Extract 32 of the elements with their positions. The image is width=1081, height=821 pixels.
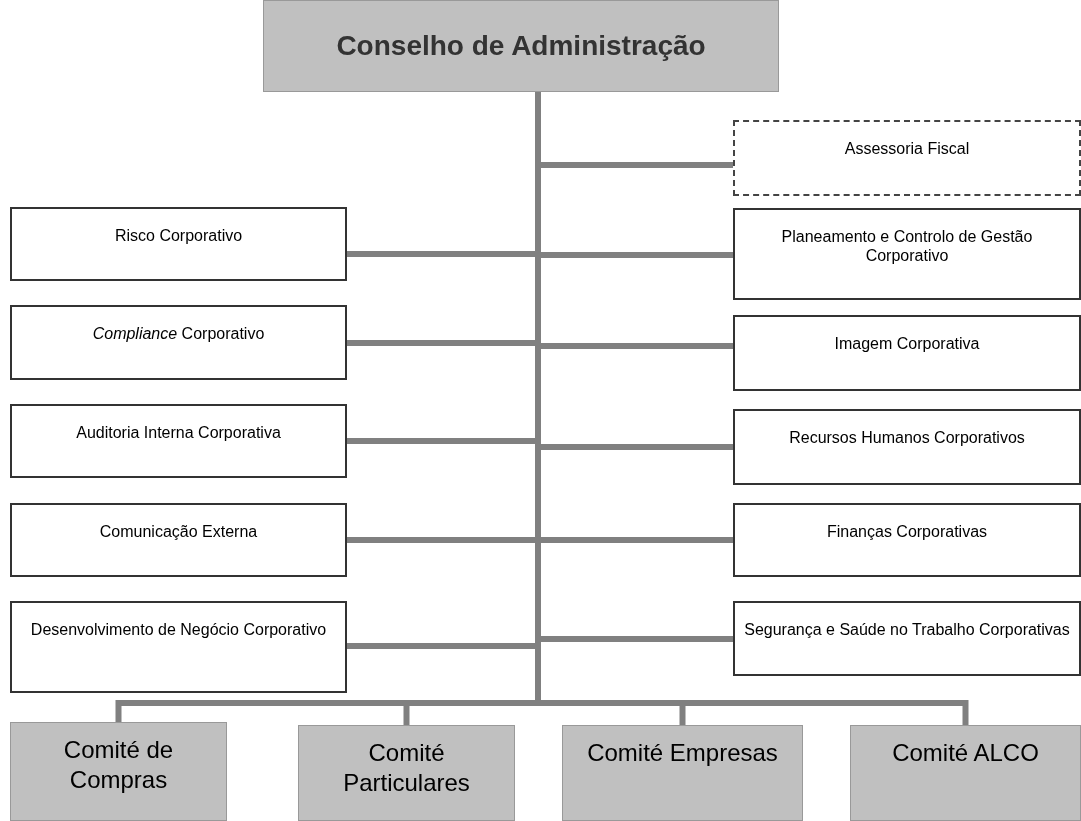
department-box bbox=[10, 503, 347, 577]
box-label: Imagem Corporativa bbox=[834, 334, 980, 354]
box-label: Planeamento e Controlo de Gestão Corporativo bbox=[780, 227, 1034, 266]
box-label: Recursos Humanos Corporativos bbox=[789, 428, 1025, 448]
department-box bbox=[10, 207, 347, 281]
box-label: Assessoria Fiscal bbox=[844, 139, 970, 159]
box-label: Comité de Compras bbox=[62, 735, 175, 795]
box-label: Desenvolvimento de Negócio Corporativo bbox=[30, 620, 327, 640]
box-label: Finanças Corporativas bbox=[826, 522, 988, 542]
department-box bbox=[10, 404, 347, 478]
board-box bbox=[263, 0, 779, 92]
department-box bbox=[733, 409, 1081, 485]
box-label: Compliance Corporativo bbox=[92, 324, 265, 344]
committee-box bbox=[562, 725, 803, 821]
box-label: Comunicação Externa bbox=[99, 522, 258, 542]
department-box bbox=[733, 601, 1081, 676]
box-label: Comité Empresas bbox=[587, 738, 778, 768]
department-box bbox=[10, 305, 347, 380]
department-box bbox=[733, 120, 1081, 196]
committee-box bbox=[298, 725, 515, 821]
box-label: Risco Corporativo bbox=[114, 226, 243, 246]
box-label: Comité ALCO bbox=[892, 738, 1039, 768]
box-label: Conselho de Administração bbox=[336, 29, 706, 63]
box-label: Comité Particulares bbox=[342, 738, 471, 798]
committee-box bbox=[10, 722, 227, 821]
department-box bbox=[733, 315, 1081, 391]
box-label: Segurança e Saúde no Trabalho Corporativas bbox=[744, 620, 1070, 640]
committee-box bbox=[850, 725, 1081, 821]
department-box bbox=[10, 601, 347, 693]
department-box bbox=[733, 503, 1081, 577]
department-box bbox=[733, 208, 1081, 300]
box-label: Auditoria Interna Corporativa bbox=[76, 423, 281, 443]
